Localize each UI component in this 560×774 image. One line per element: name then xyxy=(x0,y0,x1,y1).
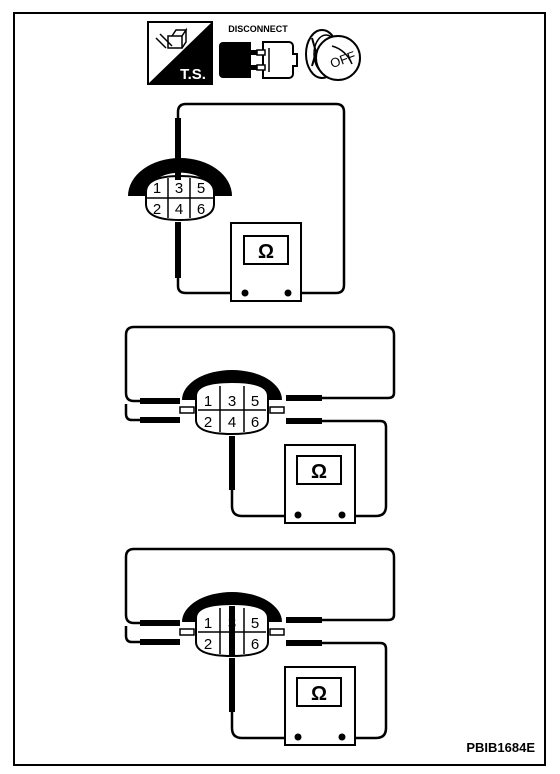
pin-4: 4 xyxy=(228,414,236,431)
pin-5: 5 xyxy=(251,393,259,410)
pin-2: 2 xyxy=(153,201,161,218)
ignition-off-icon: OFF xyxy=(305,29,361,81)
probe-right-upper xyxy=(286,617,322,623)
probe-bottom xyxy=(229,436,235,490)
probe-right-upper xyxy=(286,395,322,401)
disconnect-label: DISCONNECT xyxy=(228,24,288,34)
probe-left-lower xyxy=(140,417,180,423)
pin-2: 2 xyxy=(204,414,212,431)
probe-left-upper xyxy=(140,398,180,404)
test-diagram-2: 1 3 5 2 4 6 Ω xyxy=(124,325,396,524)
connector-1: 1 3 5 2 4 6 xyxy=(128,158,232,222)
ohmmeter-1: Ω xyxy=(230,222,302,302)
probe-bottom xyxy=(229,658,235,712)
figure-border xyxy=(13,12,546,766)
pin-1: 1 xyxy=(204,393,212,410)
probe-pin-3 xyxy=(229,606,235,656)
pin-1: 1 xyxy=(204,615,212,632)
pin-2: 2 xyxy=(204,636,212,653)
test-diagram-1: 1 3 5 2 4 6 Ω xyxy=(128,102,346,302)
pin-6: 6 xyxy=(251,636,259,653)
test-diagram-3: 1 3 5 2 6 Ω xyxy=(124,547,396,746)
pin-6: 6 xyxy=(197,201,205,218)
jumper-lower-2 xyxy=(124,404,140,422)
ohmmeter-2: Ω xyxy=(284,444,356,524)
wire-2-left xyxy=(230,490,288,518)
ts-label: T.S. xyxy=(180,66,206,83)
wire-3-left xyxy=(230,712,288,740)
disconnect-icon: DISCONNECT xyxy=(219,24,298,79)
connector-2: 1 3 5 2 4 6 xyxy=(182,370,282,436)
ts-icon: T.S. xyxy=(147,21,213,85)
ohm-symbol: Ω xyxy=(311,683,327,705)
probe-right-lower xyxy=(286,418,322,424)
pin-4: 4 xyxy=(175,201,183,218)
probe-left-upper xyxy=(140,620,180,626)
pin-6: 6 xyxy=(251,414,259,431)
jumper-right-3 xyxy=(322,641,388,740)
wire-1a xyxy=(176,102,346,295)
figure-code: PBIB1684E xyxy=(466,740,535,755)
wire-1b xyxy=(176,278,245,295)
probe-pin-3 xyxy=(175,118,181,180)
jumper-upper-3 xyxy=(124,547,396,625)
ohm-symbol: Ω xyxy=(311,461,327,483)
pin-3: 3 xyxy=(175,180,183,197)
jumper-upper-2 xyxy=(124,325,396,403)
probe-left-lower xyxy=(140,639,180,645)
pin-3: 3 xyxy=(228,393,236,410)
probe-pin-4 xyxy=(175,222,181,278)
jumper-lower-3 xyxy=(124,626,140,644)
jumper-right-2 xyxy=(322,419,388,518)
ohmmeter-3: Ω xyxy=(284,666,356,746)
pin-1: 1 xyxy=(153,180,161,197)
pin-5: 5 xyxy=(251,615,259,632)
pin-5: 5 xyxy=(197,180,205,197)
ohm-symbol: Ω xyxy=(258,241,274,263)
probe-right-lower xyxy=(286,640,322,646)
